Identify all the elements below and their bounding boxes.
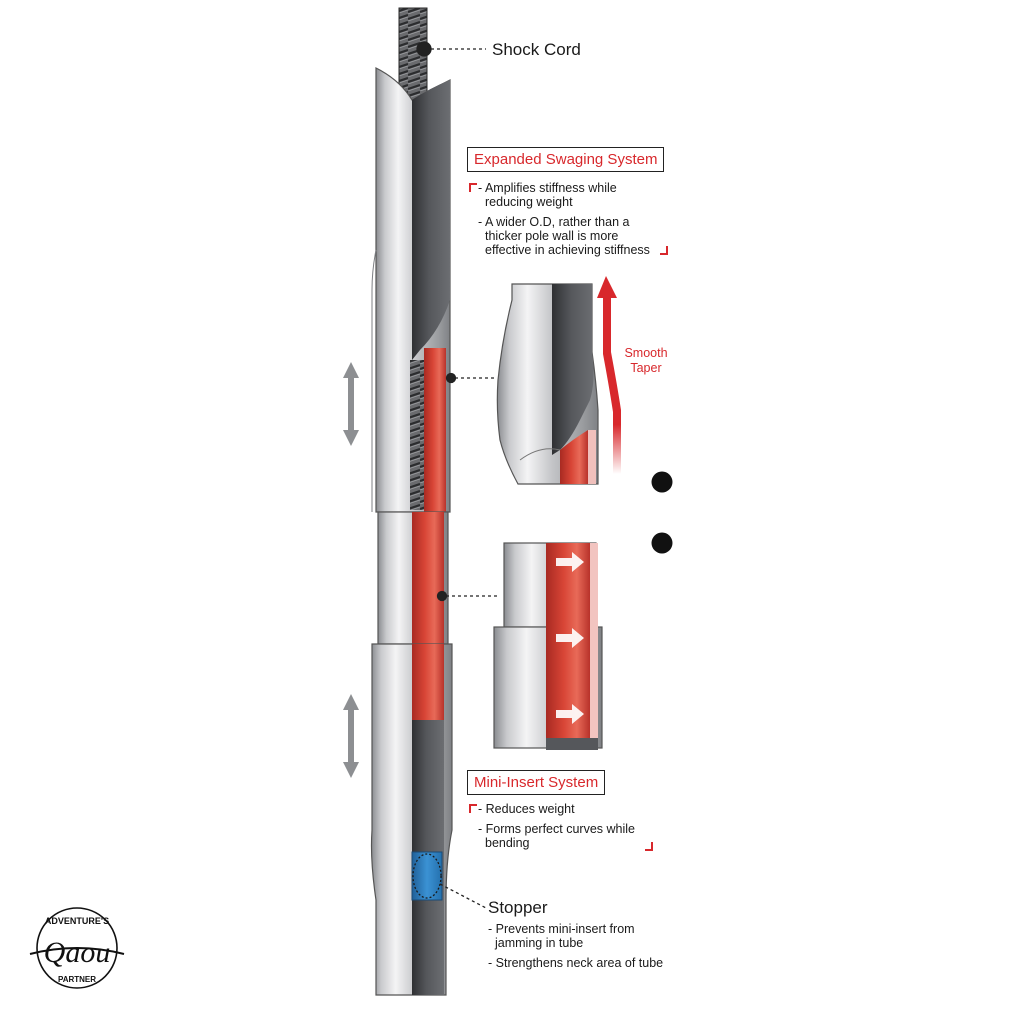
- mini-insert-bullet-2a: - Forms perfect curves while: [478, 822, 635, 836]
- shock-cord-marker: [416, 41, 432, 57]
- continuation-dot-1: [651, 471, 673, 493]
- telescoping-arrow-upper: [343, 362, 359, 446]
- mini-insert-title: Mini-Insert System: [467, 770, 606, 795]
- shock-cord-label: Shock Cord: [492, 40, 581, 59]
- expanded-bullet-1a: - Amplifies stiffness while: [478, 181, 617, 195]
- logo-top-text: ADVENTURE'S: [45, 916, 109, 926]
- expanded-bullet-1b: reducing weight: [485, 195, 573, 209]
- mini-insert-bullet-2b: bending: [485, 836, 530, 850]
- stopper-label: Stopper: [488, 898, 548, 917]
- stopper-bullet-2: - Strengthens neck area of tube: [488, 956, 664, 970]
- swage-detail-view: [496, 283, 599, 485]
- pressure-arrow: [556, 628, 584, 648]
- expanded-bullet-2b: thicker pole wall is more: [485, 229, 619, 243]
- expanded-bullet-2a: - A wider O.D, rather than a: [478, 215, 630, 229]
- pole-lower-section: [370, 643, 453, 996]
- continuation-dot-2: [651, 532, 673, 554]
- stopper-bullet-1b: jamming in tube: [495, 936, 584, 950]
- brand-logo: ADVENTURE'S Qaou PARTNER: [29, 907, 125, 989]
- smooth-taper-label: Smooth Taper: [624, 346, 668, 375]
- expanded-bullet-2c: effective in achieving stiffness: [485, 243, 650, 257]
- mini-insert-bullet-1: - Reduces weight: [478, 802, 575, 816]
- expanded-swaging-title: Expanded Swaging System: [467, 147, 665, 172]
- logo-bottom-text: PARTNER: [58, 975, 96, 984]
- pressure-arrow: [556, 552, 584, 572]
- telescoping-arrow-lower: [343, 694, 359, 778]
- stopper-plug: [411, 851, 443, 901]
- pressure-arrow: [556, 704, 584, 724]
- logo-script-text: Qaou: [44, 936, 111, 969]
- stopper-bullet-1a: - Prevents mini-insert from: [488, 922, 635, 936]
- smooth-taper-arrow: [597, 276, 621, 474]
- pole-joint-section: [377, 511, 449, 645]
- pole-upper-section: [371, 7, 451, 513]
- mini-insert-detail-view: [493, 542, 603, 750]
